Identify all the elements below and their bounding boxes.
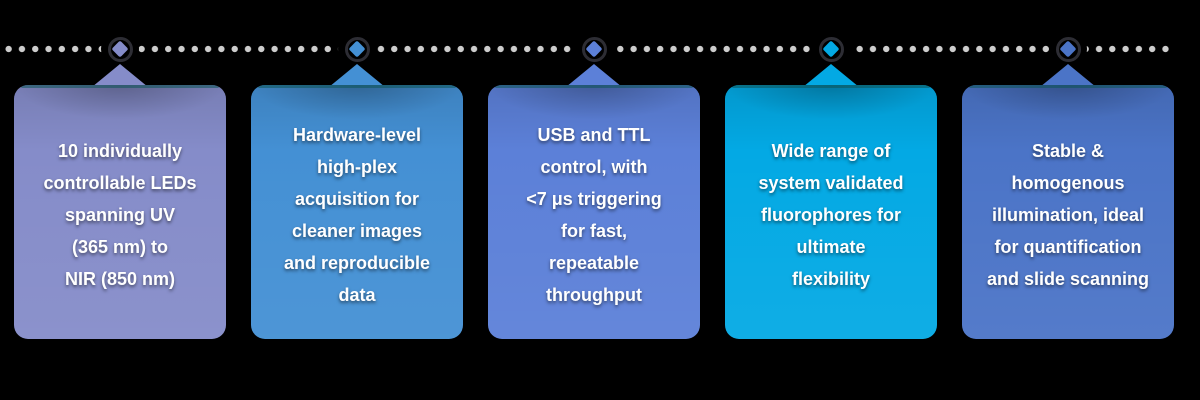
node-dot-icon [822,40,840,58]
feature-card-fluorophores: Wide range of system validated fluoropho… [725,85,937,339]
node-dot-icon [585,40,603,58]
node-ring-icon [107,36,133,62]
card-text: 10 individually controllable LEDs spanni… [43,141,197,289]
card-pointer-tab [566,64,622,87]
timeline-node-fluorophores [812,30,850,68]
card-pointer-tab [92,64,148,87]
node-dot-icon [348,40,366,58]
node-dot-icon [1059,40,1077,58]
feature-group-leds: 10 individually controllable LEDs spanni… [14,0,226,400]
feature-group-fluorophores: Wide range of system validated fluoropho… [725,0,937,400]
timeline-node-high-plex [338,30,376,68]
node-ring-icon [581,36,607,62]
node-ring-icon [1055,36,1081,62]
card-text: USB and TTL control, with <7 μs triggeri… [526,125,662,305]
card-text: Wide range of system validated fluoropho… [758,141,904,289]
node-dot-icon [111,40,129,58]
node-ring-icon [818,36,844,62]
timeline-node-control [575,30,613,68]
card-text: Stable & homogenous illumination, ideal … [986,141,1150,289]
feature-group-control: USB and TTL control, with <7 μs triggeri… [488,0,700,400]
card-text: Hardware-level high-plex acquisition for… [283,125,431,305]
timeline-node-leds [101,30,139,68]
feature-card-leds: 10 individually controllable LEDs spanni… [14,85,226,339]
node-ring-icon [344,36,370,62]
feature-card-illumination: Stable & homogenous illumination, ideal … [962,85,1174,339]
feature-card-control: USB and TTL control, with <7 μs triggeri… [488,85,700,339]
feature-card-high-plex: Hardware-level high-plex acquisition for… [251,85,463,339]
card-pointer-tab [1040,64,1096,87]
card-pointer-tab [803,64,859,87]
feature-group-high-plex: Hardware-level high-plex acquisition for… [251,0,463,400]
feature-group-illumination: Stable & homogenous illumination, ideal … [962,0,1174,400]
card-pointer-tab [329,64,385,87]
timeline-node-illumination [1049,30,1087,68]
